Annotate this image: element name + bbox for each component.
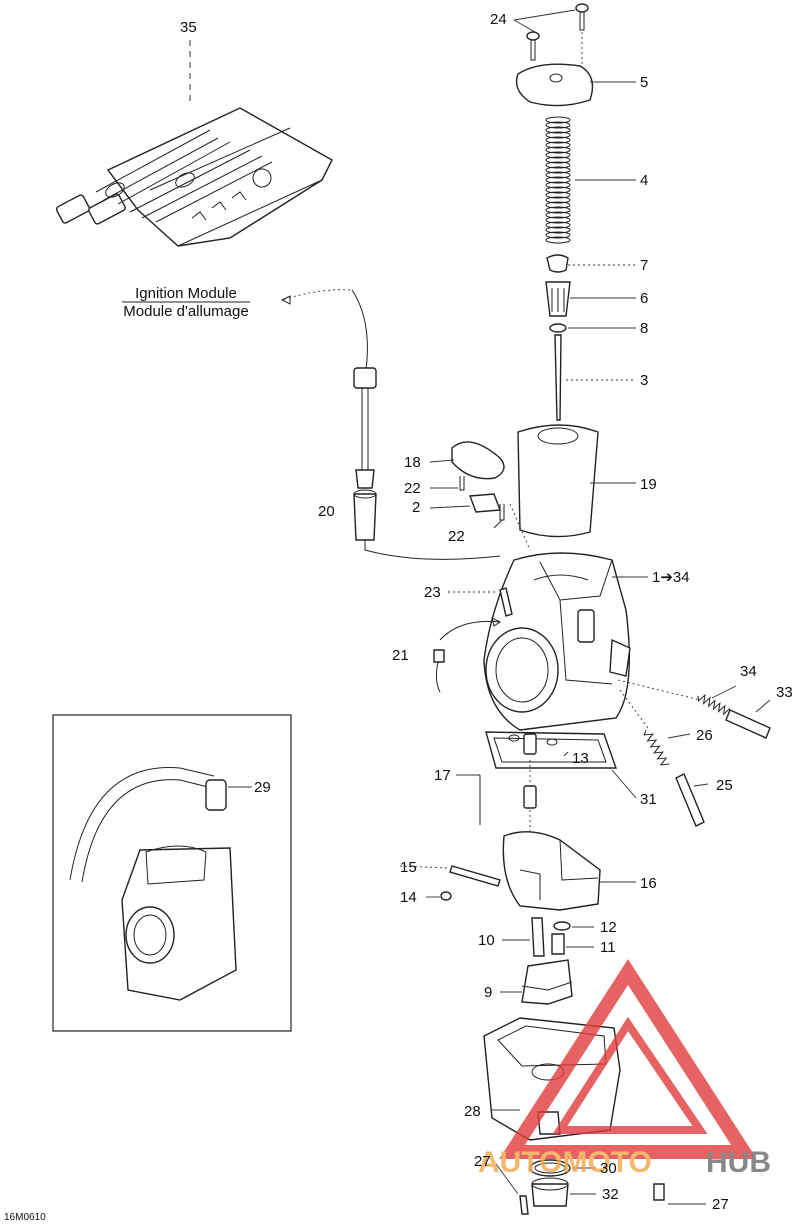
callout-17: 17 xyxy=(434,767,451,784)
jet-needle-3 xyxy=(554,334,636,421)
callout-22-lower: 22 xyxy=(448,528,465,545)
callout-numbers: 35 24 5 4 7 6 8 3 18 19 22 20 2 22 1➔34 … xyxy=(180,11,793,1213)
drain-plug-parts xyxy=(495,1159,706,1215)
part-21 xyxy=(433,649,445,693)
needle-valve-parts xyxy=(502,917,594,957)
callout-29: 29 xyxy=(254,779,271,796)
callout-4: 4 xyxy=(640,172,648,189)
idle-screw-assembly xyxy=(619,689,709,827)
callout-31: 31 xyxy=(640,791,657,808)
callout-30: 30 xyxy=(600,1160,617,1177)
callout-28: 28 xyxy=(464,1103,481,1120)
callout-32: 32 xyxy=(602,1186,619,1203)
inset-view-29 xyxy=(52,714,292,1032)
throttle-spring-4 xyxy=(545,116,571,244)
float-bracket-9 xyxy=(500,959,573,1005)
callout-7: 7 xyxy=(640,257,648,274)
callout-23: 23 xyxy=(424,584,441,601)
sensor-connector-20 xyxy=(353,367,501,560)
callout-8: 8 xyxy=(640,320,648,337)
throttle-slide-19 xyxy=(517,424,636,538)
float-assembly-16 xyxy=(399,831,636,911)
callout-9: 9 xyxy=(484,984,492,1001)
ignition-module-label-en: Ignition Module xyxy=(135,285,237,302)
callout-21: 21 xyxy=(392,647,409,664)
air-screw-assembly xyxy=(617,679,771,739)
callout-33: 33 xyxy=(776,684,793,701)
throttle-lever-assembly xyxy=(429,441,531,551)
callout-25: 25 xyxy=(716,777,733,794)
callout-15: 15 xyxy=(400,859,417,876)
ignition-module-label-fr: Module d'allumage xyxy=(123,303,248,320)
callout-19: 19 xyxy=(640,476,657,493)
callout-14: 14 xyxy=(400,889,417,906)
callout-20: 20 xyxy=(318,503,335,520)
callout-27-right: 27 xyxy=(712,1196,729,1213)
needle-clip-parts xyxy=(545,254,636,333)
callout-27-left: 27 xyxy=(474,1153,491,1170)
screw-24-pair xyxy=(513,3,589,66)
automotohub-watermark: AUTOMOTO HUB xyxy=(478,959,771,1179)
callout-26: 26 xyxy=(696,727,713,744)
float-bowl-gasket-31 xyxy=(456,731,637,840)
carburetor-cap-5 xyxy=(515,63,636,107)
carburetor-body xyxy=(439,552,648,731)
callout-35: 35 xyxy=(180,19,197,36)
callout-34: 34 xyxy=(740,663,757,680)
callout-13: 13 xyxy=(572,750,589,767)
callout-12: 12 xyxy=(600,919,617,936)
tool-kit-illustration xyxy=(55,40,333,247)
callout-5: 5 xyxy=(640,74,648,91)
watermark-text-b: HUB xyxy=(706,1146,771,1179)
drawing-code: 16M0610 xyxy=(4,1212,46,1223)
callout-16: 16 xyxy=(640,875,657,892)
callout-6: 6 xyxy=(640,290,648,307)
callout-10: 10 xyxy=(478,932,495,949)
callout-1-34: 1➔34 xyxy=(652,569,690,586)
callout-3: 3 xyxy=(640,372,648,389)
callout-22-upper: 22 xyxy=(404,480,421,497)
callout-11: 11 xyxy=(600,939,616,956)
watermark-text-a: AUTOMOTO xyxy=(478,1146,652,1179)
ignition-module-callout: Ignition Module Module d'allumage xyxy=(122,285,368,371)
callout-2: 2 xyxy=(412,499,420,516)
callout-24: 24 xyxy=(490,11,507,28)
callout-18: 18 xyxy=(404,454,421,471)
